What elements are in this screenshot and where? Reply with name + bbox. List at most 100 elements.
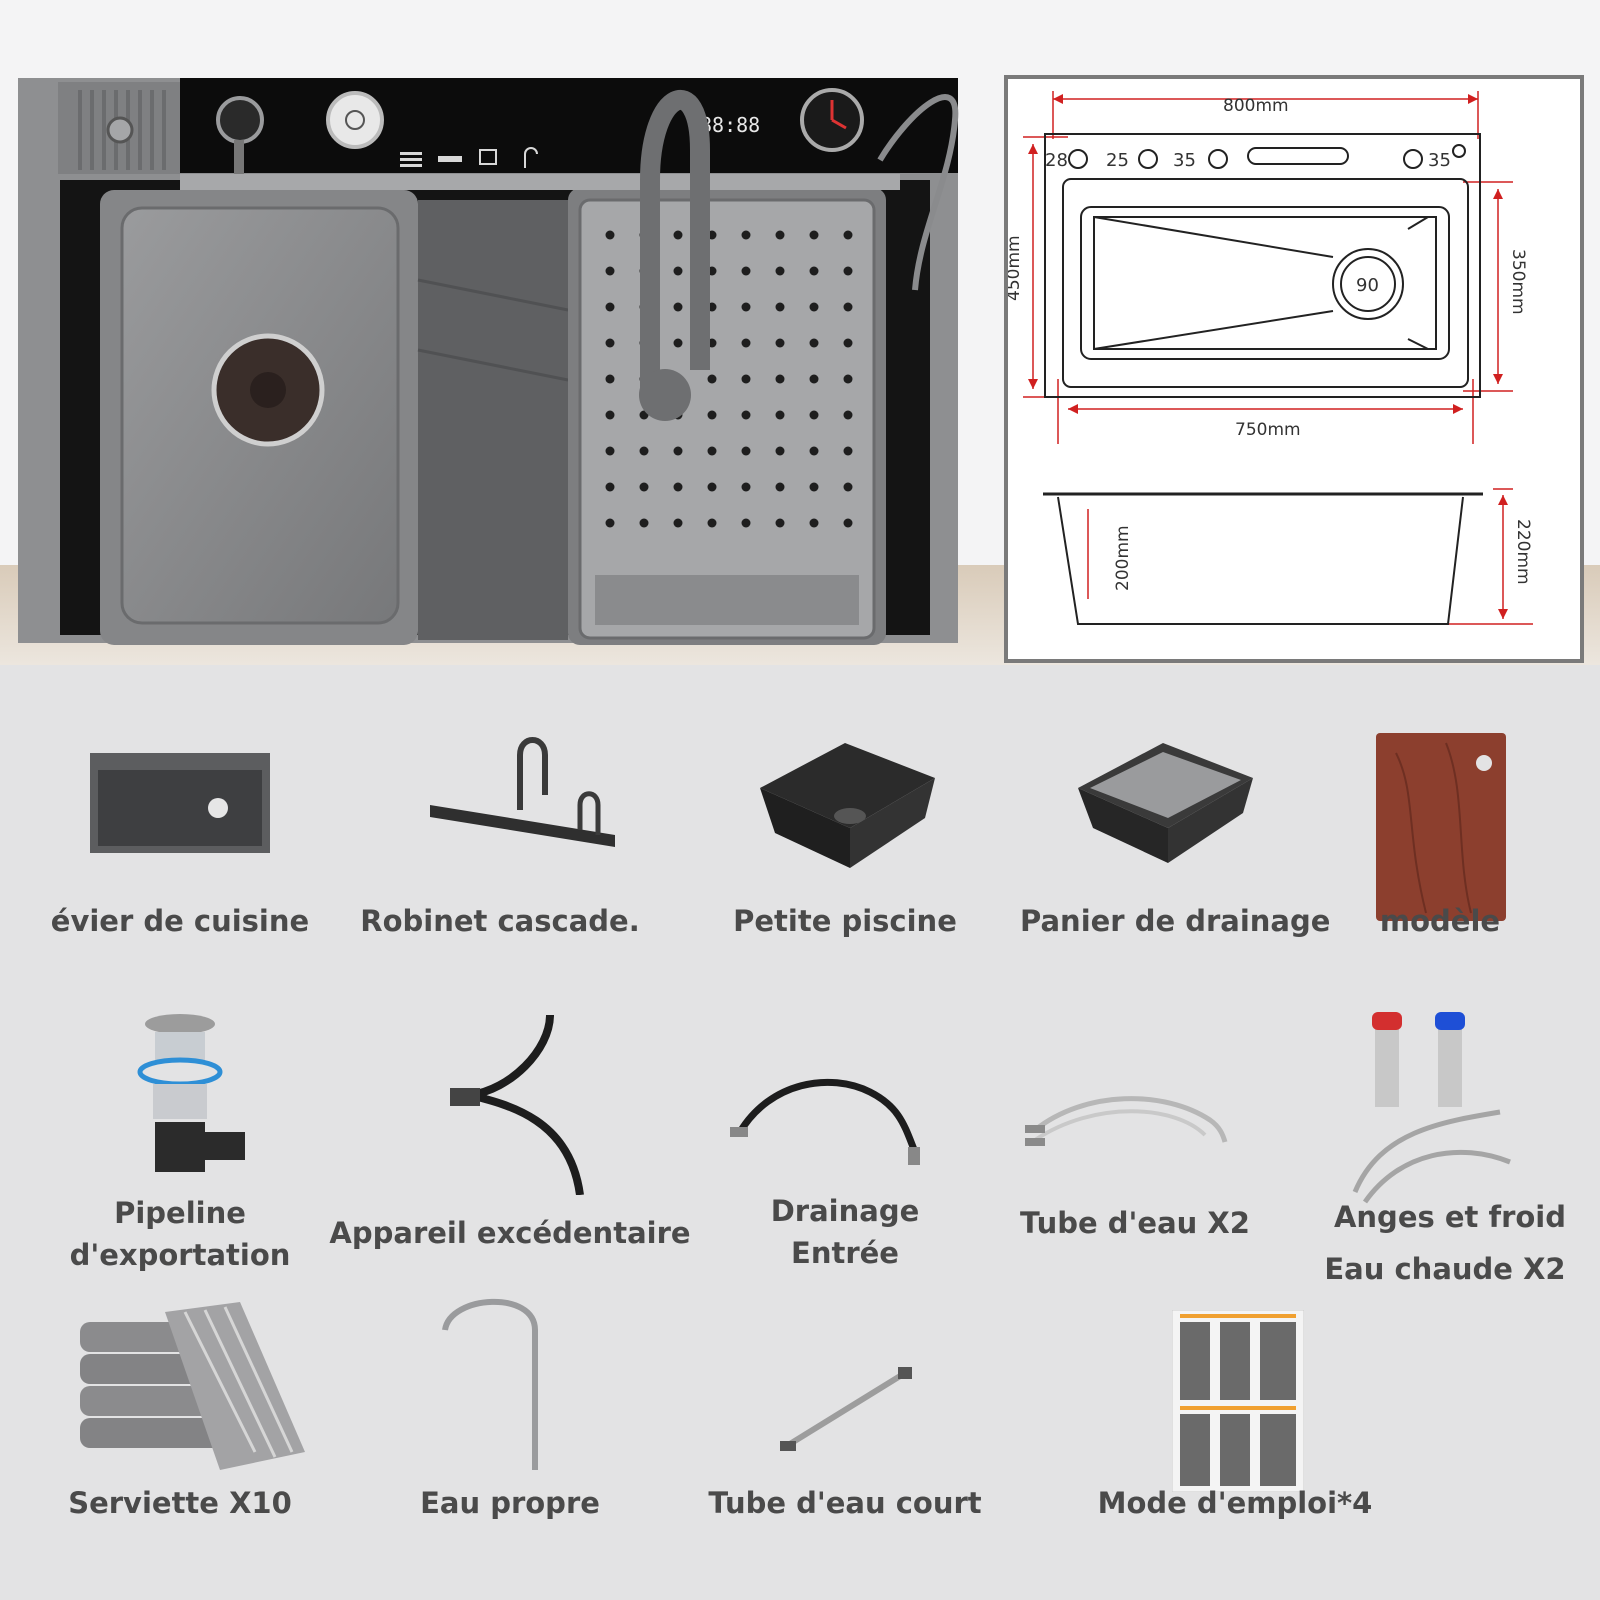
basket-hole <box>673 482 683 492</box>
angle-valves-icon <box>1352 1012 1511 1204</box>
basket-hole <box>673 302 683 312</box>
label-angle-valves-2: Eau chaude X2 <box>1324 1252 1566 1286</box>
basket-hole <box>741 338 751 348</box>
basket-hole <box>843 410 853 420</box>
kitchen-sink-icon <box>90 753 270 853</box>
basket-hole <box>605 230 615 240</box>
basket-hole <box>673 338 683 348</box>
basket-hole <box>605 338 615 348</box>
basket-hole <box>741 266 751 276</box>
dim-top-width: 800mm <box>1223 96 1289 116</box>
basket-hole <box>605 482 615 492</box>
basket-hole <box>843 302 853 312</box>
basket-hole <box>809 230 819 240</box>
overflow-device-icon <box>450 1014 584 1195</box>
dim-top-depth: 450mm <box>1008 235 1024 301</box>
basket-hole <box>707 518 717 528</box>
basket-hole <box>605 266 615 276</box>
basket-hole <box>809 266 819 276</box>
label-overflow-device: Appareil excédentaire <box>329 1216 691 1250</box>
basket-hole <box>639 518 649 528</box>
basket-hole <box>707 482 717 492</box>
basket-hole <box>809 518 819 528</box>
basket-hole <box>775 338 785 348</box>
digital-display: 88:88 <box>700 113 760 137</box>
basket-hole <box>843 482 853 492</box>
label-drain-inlet-1: Drainage <box>770 1194 920 1228</box>
basket-hole <box>639 446 649 456</box>
label-user-manual: Mode d'emploi*4 <box>1097 1486 1373 1520</box>
basket-hole <box>809 374 819 384</box>
dim-inner-depth: 350mm <box>1508 249 1528 315</box>
label-water-tube: Tube d'eau X2 <box>1020 1206 1250 1240</box>
basket-hole <box>843 446 853 456</box>
drain-pipeline-icon <box>137 1014 245 1172</box>
dim-total-depth: 220mm <box>1513 519 1533 585</box>
water-tube-icon <box>1025 1096 1228 1146</box>
label-cutting-board: modèle <box>1379 904 1501 938</box>
dim-bowl-depth: 200mm <box>1113 525 1133 591</box>
short-water-tube-icon <box>780 1367 912 1451</box>
basket-hole <box>741 482 751 492</box>
basket-hole <box>707 374 717 384</box>
label-drain-pipeline-1: Pipeline <box>114 1196 246 1230</box>
basket-hole <box>809 446 819 456</box>
basket-hole <box>673 266 683 276</box>
basket-hole <box>843 518 853 528</box>
basket-hole <box>673 230 683 240</box>
basket-hole <box>673 518 683 528</box>
user-manual-icon <box>1172 1310 1304 1492</box>
basket-hole <box>809 338 819 348</box>
dimension-diagram: 800mm 750mm 450mm 350mm 28 25 35 35 90 2… <box>1004 75 1584 663</box>
basket-hole <box>741 518 751 528</box>
basket-hole <box>605 446 615 456</box>
label-small-basin: Petite piscine <box>733 904 957 938</box>
basket-hole <box>707 446 717 456</box>
basket-hole <box>775 446 785 456</box>
label-angle-valves-1: Anges et froid <box>1333 1200 1567 1234</box>
waterfall-faucet-icon <box>430 737 615 847</box>
basket-hole <box>775 302 785 312</box>
label-kitchen-sink: évier de cuisine <box>50 904 310 938</box>
basket-hole <box>843 338 853 348</box>
basket-hole <box>605 410 615 420</box>
drain-basket-icon <box>1078 743 1253 863</box>
basket-hole <box>605 518 615 528</box>
clean-water-faucet-icon <box>442 1298 538 1470</box>
basket-hole <box>639 482 649 492</box>
dim-hole-3: 35 <box>1173 150 1196 171</box>
basket-hole <box>843 230 853 240</box>
basket-hole <box>843 374 853 384</box>
small-basin-icon <box>760 743 935 868</box>
basket-hole <box>809 302 819 312</box>
basket-hole <box>809 410 819 420</box>
basket-hole <box>605 374 615 384</box>
towels-icon <box>80 1302 305 1470</box>
dim-hole-1: 28 <box>1045 150 1068 171</box>
cutting-board-icon <box>1376 733 1506 921</box>
basket-hole <box>775 518 785 528</box>
basket-hole <box>605 302 615 312</box>
dim-drain: 90 <box>1356 275 1379 296</box>
basket-hole <box>673 446 683 456</box>
label-drain-pipeline-2: d'exportation <box>69 1238 291 1272</box>
label-towels: Serviette X10 <box>68 1486 292 1520</box>
label-drain-basket: Panier de drainage <box>1020 904 1331 938</box>
dim-inner-width: 750mm <box>1235 420 1301 440</box>
label-waterfall-faucet: Robinet cascade. <box>360 904 640 938</box>
basket-hole <box>741 446 751 456</box>
dim-hole-4: 35 <box>1428 150 1451 171</box>
basket-hole <box>741 374 751 384</box>
dim-hole-2: 25 <box>1106 150 1129 171</box>
basket-hole <box>775 410 785 420</box>
basket-hole <box>741 302 751 312</box>
drain-inlet-hose-icon <box>730 1078 920 1165</box>
basket-hole <box>775 266 785 276</box>
basket-hole <box>741 410 751 420</box>
basket-hole <box>775 482 785 492</box>
basket-hole <box>741 230 751 240</box>
label-clean-water: Eau propre <box>420 1486 600 1520</box>
basket-hole <box>775 374 785 384</box>
basket-hole <box>707 410 717 420</box>
basket-hole <box>775 230 785 240</box>
